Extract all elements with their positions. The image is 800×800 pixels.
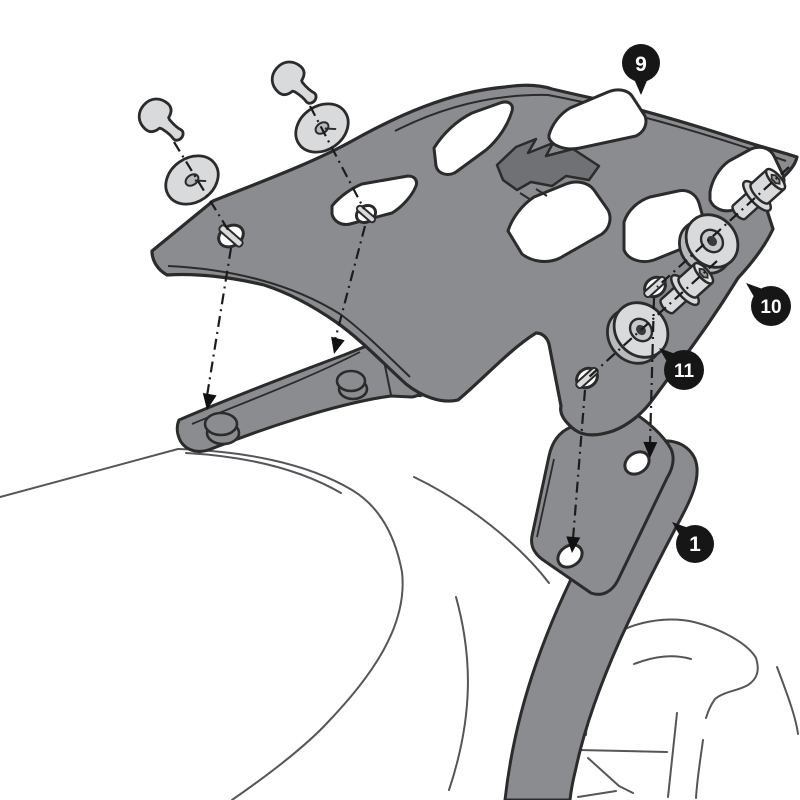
bracket-hole-upper: [623, 450, 651, 476]
axis-drop-left-2: [333, 225, 367, 341]
mounting-screw-2: [270, 60, 318, 105]
bolt-1-hex-socket: [770, 173, 781, 185]
seat-inner-curve: [413, 476, 550, 584]
side-bracket-plate: [530, 407, 675, 596]
washer-1: [164, 154, 220, 206]
assembly-arrows: [202, 336, 658, 553]
brand-logo-hatch: [519, 188, 548, 201]
callout-1-badge: [676, 525, 714, 563]
axis-screw-1: [173, 141, 231, 234]
bolt-2-hex-socket: [698, 267, 709, 279]
adapter-rail: [175, 343, 428, 453]
callout-11-badge: [664, 350, 704, 390]
tail-panel-line-left: [667, 712, 678, 798]
assembly-axis-lines: [173, 105, 790, 540]
slot-left: [330, 174, 418, 226]
arrow-to-bracket-lower: [566, 536, 581, 553]
seat-main-curve: [177, 448, 404, 800]
callout-10-label: 10: [760, 297, 781, 318]
rack-plate-top-flange-line: [394, 93, 787, 162]
axis-drop-left-1: [205, 247, 233, 397]
screw-2-shape: [270, 60, 318, 105]
callout-10-badge: [751, 286, 791, 326]
arrow-to-rail-right: [331, 336, 345, 354]
spacer-disc-1: [678, 213, 740, 275]
rail-body: [175, 343, 427, 453]
grab-handle-outline: [609, 618, 759, 719]
axis-screw-2: [309, 105, 365, 210]
washer-1-hole-detail: [194, 179, 207, 183]
side-bracket-edge-line: [536, 458, 555, 538]
tail-crease-zigzag: [577, 757, 634, 798]
bracket-hole-lower: [556, 543, 584, 569]
washer-1-hole: [184, 173, 200, 187]
screw-tip-in-hole-1: [218, 224, 244, 248]
mounting-screw-1: [137, 97, 185, 142]
seat-piping-line: [185, 452, 342, 494]
seat-rear-curve: [448, 596, 469, 791]
slot-middle-left: [506, 180, 612, 263]
arrow-to-bracket-upper: [643, 441, 658, 458]
seat-front-line: [0, 448, 179, 498]
rail-boss-left-top: [203, 411, 239, 437]
callout-1: 1: [672, 522, 714, 563]
tail-crease-line: [577, 749, 668, 753]
callout-9-badge: [622, 44, 660, 82]
axis-drop-right-2: [571, 389, 587, 540]
axis-drop-right-1: [648, 297, 656, 445]
bracket-arm: [503, 439, 699, 800]
callout-11-label: 11: [674, 361, 695, 382]
grab-handle-lower-edge: [633, 655, 692, 665]
slot-top-right: [547, 88, 648, 151]
brand-logo-mark: [495, 137, 601, 192]
rack-plate-bottom-flange-line: [167, 265, 411, 378]
tail-right-edge: [776, 666, 799, 735]
arrow-to-rail-left: [202, 393, 217, 410]
tail-panel-line-right: [695, 739, 704, 799]
brand-logo: [495, 137, 601, 201]
screw-tip-in-hole-3: [643, 275, 667, 299]
washer-2-hole-detail: [324, 127, 337, 131]
bracket-arm-body: [503, 439, 699, 800]
axis-bolt-1: [656, 166, 790, 288]
callout-10: 10: [746, 283, 791, 326]
disc-1-hole: [707, 235, 717, 247]
slot-top-left: [432, 100, 514, 176]
screw-tip-in-hole-2: [355, 204, 377, 224]
callout-9: 9: [622, 44, 660, 95]
screw-1-shape: [137, 97, 185, 142]
callout-9-label: 9: [635, 53, 647, 76]
axis-bolt-2: [588, 260, 718, 378]
callout-11: 11: [659, 348, 704, 390]
rail-boss-right-top: [335, 369, 367, 393]
callout-1-label: 1: [689, 533, 701, 556]
